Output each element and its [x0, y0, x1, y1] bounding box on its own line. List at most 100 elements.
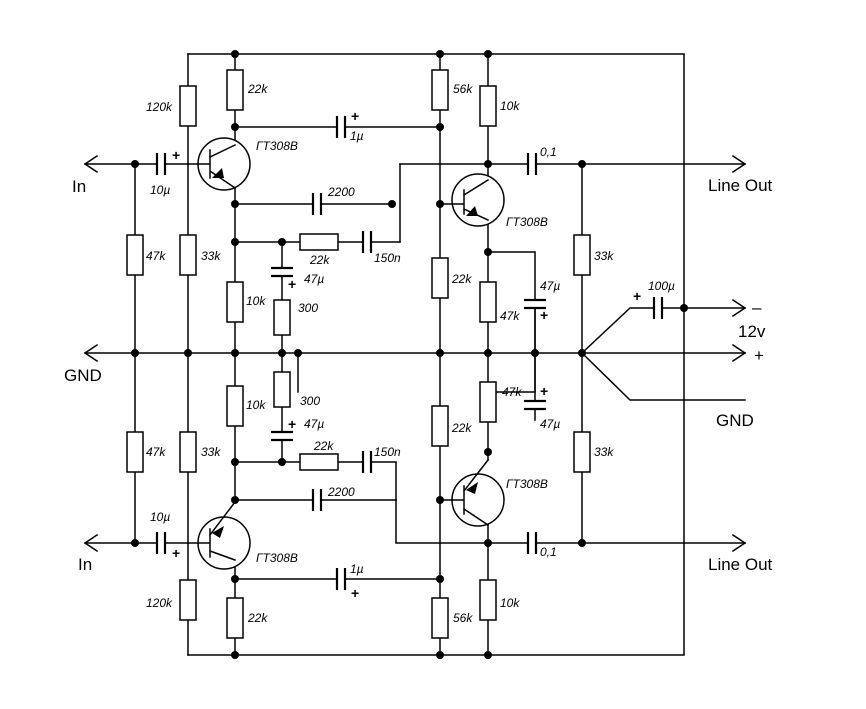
label-150n-top: 150n — [374, 251, 401, 265]
label-47u-right-top: 47µ — [540, 279, 560, 293]
capacitor-1u-top — [335, 116, 347, 138]
resistor-22k-top — [226, 69, 244, 111]
polarity-marks: + + + + + + + + + — [172, 108, 641, 601]
svg-text:+: + — [540, 307, 548, 323]
arrows — [83, 154, 747, 553]
label-22k-mid-top: 22k — [451, 272, 472, 286]
resistor-300-top — [273, 299, 291, 336]
label-2200-top: 2200 — [327, 185, 355, 199]
label-56k-bot: 56k — [453, 611, 473, 625]
capacitor-2200-bot — [311, 489, 323, 511]
arrow-plus-icon — [731, 343, 747, 363]
label-47k-mid-bot: 47k — [502, 385, 522, 399]
label-22k-fb-bot: 22k — [313, 439, 334, 453]
capacitor-2200-top — [311, 193, 323, 215]
label-01-top: 0,1 — [540, 145, 557, 159]
label-10k-mid-bot: 10k — [246, 398, 266, 412]
arrow-gnd-left-icon — [83, 343, 99, 363]
label-10u-top: 10µ — [150, 183, 170, 197]
label-33k-right-bot: 33k — [594, 445, 614, 459]
resistor-10k-bot — [479, 579, 497, 621]
resistors — [126, 69, 591, 639]
capacitors — [155, 116, 664, 590]
label-q2: ГТ308В — [506, 215, 548, 229]
resistor-56k-bot — [431, 597, 449, 639]
label-line-out-bottom: Line Out — [708, 555, 773, 574]
capacitor-01-bot — [526, 532, 538, 554]
svg-text:+: + — [351, 108, 359, 124]
capacitor-47u-mid-bot — [271, 430, 293, 442]
resistor-33k-right-top — [573, 234, 591, 276]
capacitor-47u-mid-top — [271, 266, 293, 278]
label-10k-bot: 10k — [500, 596, 520, 610]
label-47k-mid-top: 47k — [500, 309, 520, 323]
junction-dots — [131, 50, 688, 659]
label-gnd-left: GND — [64, 366, 102, 385]
svg-text:+: + — [172, 147, 180, 163]
capacitor-100u — [652, 297, 664, 319]
label-300-bot: 300 — [300, 394, 320, 408]
arrow-out-bottom-icon — [731, 533, 747, 553]
label-120k-bot: 120k — [146, 596, 173, 610]
label-minus: – — [752, 298, 762, 317]
resistor-33k-right-bot — [573, 431, 591, 473]
label-q4: ГТ308В — [256, 551, 298, 565]
label-56k-top: 56k — [453, 82, 473, 96]
svg-text:+: + — [288, 416, 296, 432]
label-line-out-top: Line Out — [708, 176, 773, 195]
label-22k-mid-bot: 22k — [451, 421, 472, 435]
label-1u-bot: 1µ — [350, 562, 364, 576]
arrow-out-top-icon — [731, 154, 747, 174]
transistor-q4 — [187, 500, 251, 570]
resistor-47k-mid-bot — [479, 381, 497, 423]
label-22k-fb-top: 22k — [309, 253, 330, 267]
label-100u: 100µ — [648, 279, 675, 293]
label-10k-top: 10k — [500, 99, 520, 113]
arrow-in-bottom-icon — [83, 533, 99, 553]
label-in-top: In — [72, 177, 86, 196]
capacitor-150n-bot — [361, 451, 373, 473]
capacitor-47u-right-bot — [524, 399, 546, 411]
transistor-q2 — [439, 173, 505, 227]
resistor-120k-top — [179, 85, 197, 127]
resistor-33k-top — [179, 234, 197, 276]
label-1u-top: 1µ — [350, 129, 364, 143]
svg-text:+: + — [351, 585, 359, 601]
label-47k-left-top: 47k — [146, 249, 166, 263]
label-47k-left-bot: 47k — [146, 445, 166, 459]
resistor-22k-fb-bot — [299, 453, 339, 471]
resistor-56k-top — [431, 69, 449, 111]
capacitor-10u-bot — [155, 532, 167, 554]
svg-text:+: + — [540, 383, 548, 399]
svg-text:+: + — [172, 545, 180, 561]
label-33k-right-top: 33k — [594, 249, 614, 263]
resistor-10k-mid-bot — [226, 385, 244, 427]
resistor-10k-mid-top — [226, 281, 244, 323]
label-47u-mid-top: 47µ — [304, 272, 324, 286]
arrow-minus-icon — [731, 298, 747, 318]
label-47u-right-bot: 47µ — [540, 417, 560, 431]
resistor-33k-bot — [179, 431, 197, 473]
capacitor-01-top — [526, 153, 538, 175]
capacitor-47u-right-top — [524, 298, 546, 310]
resistor-300-bot — [273, 371, 291, 408]
label-01-bot: 0,1 — [540, 545, 557, 559]
component-labels: 120k 22k 56k 10k 1µ ГТ308В 10µ 0,1 2200 … — [146, 82, 675, 625]
svg-text:+: + — [288, 276, 296, 292]
arrow-in-top-icon — [83, 154, 99, 174]
label-150n-bot: 150n — [374, 445, 401, 459]
label-q3: ГТ308В — [506, 477, 548, 491]
transistor-q3 — [439, 458, 505, 527]
label-10u-bot: 10µ — [150, 510, 170, 524]
resistor-22k-fb-top — [299, 233, 339, 251]
label-q1: ГТ308В — [256, 139, 298, 153]
label-in-bottom: In — [78, 555, 92, 574]
label-300-top: 300 — [298, 301, 318, 315]
label-2200-bot: 2200 — [327, 485, 355, 499]
resistor-47k-mid-top — [479, 281, 497, 323]
label-supply: 12v — [738, 322, 766, 341]
label-47u-mid-bot: 47µ — [304, 417, 324, 431]
label-22k-top: 22k — [247, 82, 268, 96]
svg-text:+: + — [633, 288, 641, 304]
